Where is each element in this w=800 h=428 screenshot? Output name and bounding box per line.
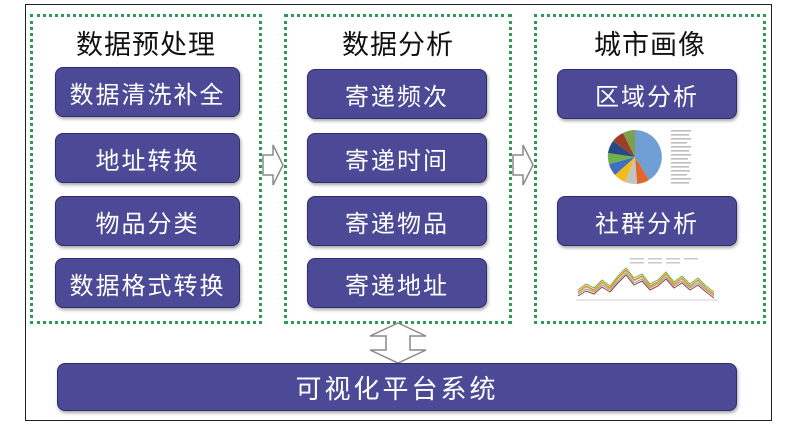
line-chart-thumbnail [576,258,718,301]
group-title-city-portrait: 城市画像 [594,30,706,61]
box-item-classification: 物品分类 [55,196,240,246]
box-format-conversion: 数据格式转换 [55,258,240,308]
box-address-conversion: 地址转换 [55,133,240,183]
box-delivery-items: 寄递物品 [307,196,487,246]
right-arrow-icon [512,144,534,186]
box-community-analysis: 社群分析 [557,196,737,246]
group-city-portrait: 城市画像 [534,14,766,324]
box-region-analysis: 区域分析 [557,69,737,119]
box-delivery-time: 寄递时间 [307,133,487,183]
group-title-analysis: 数据分析 [342,30,454,61]
bidirectional-arrow-icon [369,322,427,364]
box-delivery-frequency: 寄递频次 [307,69,487,119]
right-arrow-icon [262,144,284,186]
platform-system-bar: 可视化平台系统 [57,363,737,411]
box-delivery-address: 寄递地址 [307,258,487,308]
group-title-preprocessing: 数据预处理 [76,30,216,61]
box-data-cleaning: 数据清洗补全 [55,67,240,117]
pie-chart-thumbnail [607,130,691,185]
group-preprocessing: 数据预处理 [30,14,262,324]
diagram-frame [25,4,772,421]
